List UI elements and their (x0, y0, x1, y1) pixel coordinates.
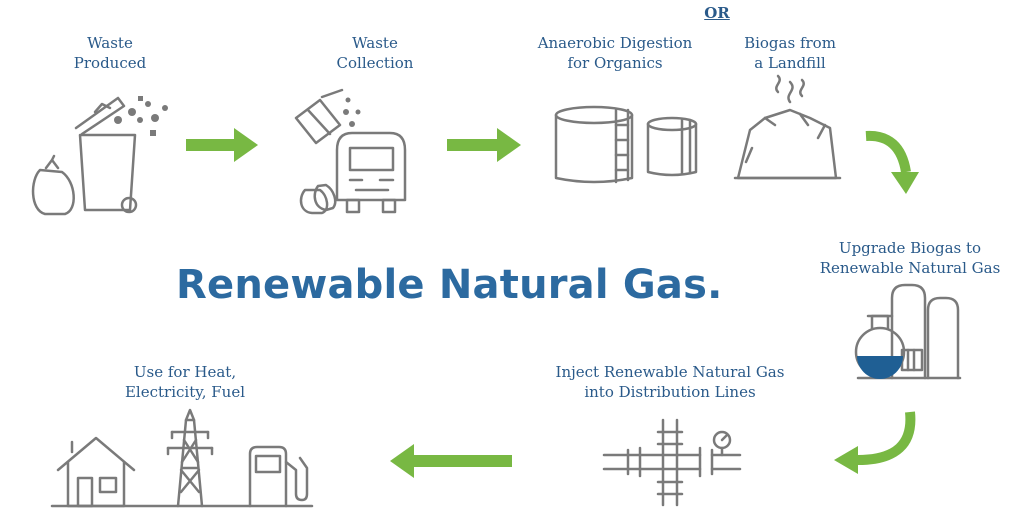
garbage-truck-icon (294, 88, 407, 215)
flow-arrow-2 (447, 128, 521, 162)
flow-arrow-3 (865, 130, 919, 194)
pipeline-icon (602, 418, 742, 507)
trash-bin-icon (31, 96, 168, 216)
step-inject-gas-label: Inject Renewable Natural Gas into Distri… (555, 363, 785, 401)
upgrade-plant-icon (854, 283, 962, 380)
step-upgrade-biogas-label: Upgrade Biogas to Renewable Natural Gas (819, 239, 1001, 277)
step-landfill-biogas-label: Biogas from a Landfill (744, 34, 836, 72)
flow-arrow-5 (390, 444, 512, 478)
power-tower-icon (166, 408, 214, 508)
step-use-label: Use for Heat, Electricity, Fuel (124, 363, 245, 401)
step-waste-produced-label: Waste Produced (73, 34, 147, 72)
flow-arrow-1 (186, 128, 258, 162)
step-waste-collection-label: Waste Collection (336, 34, 414, 72)
flow-arrow-4 (834, 411, 916, 474)
main-title: Renewable Natural Gas. (176, 262, 723, 308)
fuel-pump-icon (248, 445, 309, 508)
digester-tanks-icon (554, 105, 698, 184)
step-anaerobic-digestion-label: Anaerobic Digestion for Organics (537, 34, 693, 72)
or-label: OR (704, 4, 730, 22)
landfill-icon (733, 74, 842, 180)
house-icon (56, 436, 136, 508)
